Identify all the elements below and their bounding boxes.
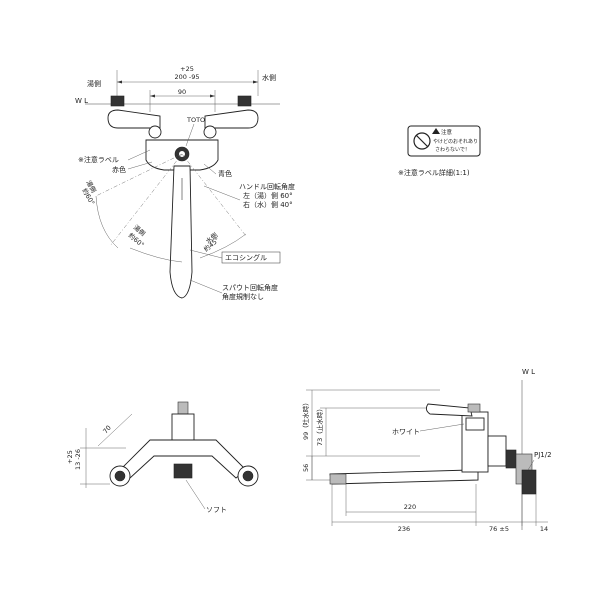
hot-elbow — [107, 109, 161, 129]
right-inlet — [242, 470, 254, 482]
leader — [127, 149, 151, 161]
leader — [185, 479, 206, 510]
spout — [329, 469, 479, 485]
dim-14: 14 — [540, 525, 548, 533]
cartridge-housing — [171, 413, 195, 445]
leader — [189, 249, 223, 259]
toto-brand: TOTO — [186, 116, 205, 124]
no-touch-icon-slash — [415, 134, 429, 148]
side-view: W L 99（吐水時） 73（止水時） 56 ホワイト PJ1/2 — [301, 368, 552, 533]
handle-rotation-right: 右（水）側 40° — [243, 200, 293, 209]
arrow — [253, 80, 258, 84]
caution-label-detail: 注意 やけどのおそれあり さわらないで！ ※注意ラベル詳細(1:1) — [398, 125, 481, 177]
arrow — [210, 94, 215, 98]
soft-label: ソフト — [206, 506, 227, 514]
bottom-view: +25 13 -26 70 ソフト — [66, 401, 259, 514]
dim-220: 220 — [404, 503, 416, 511]
label-detail-caption: ※注意ラベル詳細(1:1) — [398, 168, 470, 177]
handle-lever — [169, 165, 193, 299]
top-view: +25 200 -95 90 湯側 水側 W L TOTO — [75, 65, 295, 301]
caution-label-callout: ※注意ラベル — [78, 155, 119, 164]
side-cartridge — [465, 417, 485, 431]
label-line2: さわらないで！ — [435, 146, 470, 153]
water-line-label-side: W L — [522, 368, 535, 376]
leader — [527, 459, 535, 471]
hot-side-label: 湯側 — [87, 79, 101, 88]
cold-limit-line — [181, 153, 247, 237]
spout-tip — [329, 473, 347, 485]
cold-arc — [199, 233, 247, 259]
handle-top — [177, 401, 189, 415]
eco-single-box — [221, 251, 281, 264]
wall-union — [521, 469, 537, 495]
hot-limit-line — [109, 153, 183, 247]
hot-inlet-fitting — [110, 95, 125, 107]
dim-90: 90 — [178, 88, 186, 96]
label-line1: やけどのおそれあり — [433, 138, 478, 145]
bottom-body — [119, 439, 247, 479]
cold-nut — [203, 125, 217, 139]
blue-label: 青色 — [218, 169, 232, 178]
hot-arc — [95, 195, 119, 249]
label-warn: 注意 — [441, 128, 453, 136]
arrow — [117, 80, 122, 84]
cold-elbow — [204, 109, 259, 129]
cold-inlet-fitting — [237, 95, 252, 107]
handle-rotation-left: 左（湯）側 60° — [243, 191, 293, 200]
dim-236: 236 — [398, 525, 410, 533]
spout-rotation-note: 角度規制なし — [222, 292, 264, 301]
aerator-soft — [173, 463, 193, 479]
leader — [185, 123, 195, 147]
leader — [127, 161, 153, 170]
leader — [189, 279, 223, 294]
dim-13-26: 13 -26 — [74, 449, 82, 470]
handle-rotation-title: ハンドル回転角度 — [239, 182, 295, 191]
leader — [419, 423, 465, 432]
dim-tolerance-bottom: +25 — [66, 450, 74, 464]
spout-rotation-title: スパウト回転角度 — [222, 283, 278, 292]
warning-icon — [432, 128, 440, 134]
inlet-elbow — [487, 435, 507, 467]
leader — [203, 185, 241, 201]
eco-single-label: エコシングル — [225, 253, 267, 262]
arc — [129, 247, 183, 263]
left-inlet — [114, 470, 126, 482]
handle-base — [467, 403, 481, 413]
dim-tolerance: +25 — [180, 65, 194, 73]
dim-73: 73（止水時） — [315, 405, 324, 446]
dim-76: 76 ±5 — [489, 525, 509, 533]
water-line-label: W L — [75, 97, 88, 105]
dim-70: 70 — [101, 424, 112, 435]
dim-56: 56 — [302, 464, 310, 472]
red-label: 赤色 — [112, 165, 126, 174]
hot-limit-line — [95, 153, 183, 197]
side-handle — [425, 403, 473, 417]
cold-side-label: 水側 — [262, 73, 276, 82]
white-label: ホワイト — [392, 428, 420, 436]
hot-nut — [148, 125, 162, 139]
dim-range: 200 -95 — [174, 73, 199, 81]
pj-label: PJ1/2 — [534, 451, 552, 459]
wall-nut — [505, 449, 517, 469]
dim-line-70 — [97, 413, 133, 447]
dim-99: 99（吐水時） — [301, 399, 310, 440]
leader — [203, 163, 217, 175]
arrow — [150, 94, 155, 98]
